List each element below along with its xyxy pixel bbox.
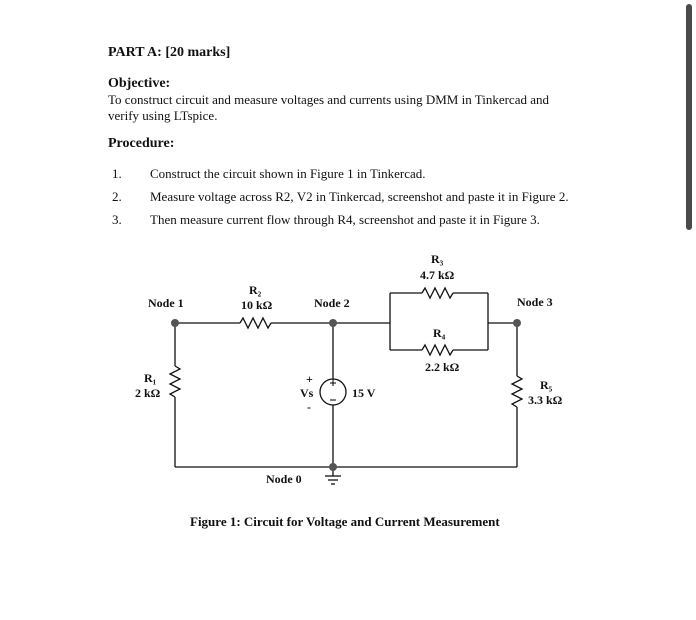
node-1-label: Node 1 xyxy=(148,296,184,310)
source-value: 15 V xyxy=(352,386,376,400)
node-0-dot xyxy=(329,463,337,471)
procedure-heading: Procedure: xyxy=(108,136,175,151)
resistor-r2-zigzag xyxy=(239,316,272,330)
vertical-scrollbar[interactable] xyxy=(686,4,692,230)
r5-value: 3.3 kΩ xyxy=(528,393,563,407)
objective-line-2: verify using LTspice. xyxy=(108,108,218,123)
step-number: 1. xyxy=(112,166,122,181)
node-0-label: Node 0 xyxy=(266,472,302,486)
figure-caption: Figure 1: Circuit for Voltage and Curren… xyxy=(190,514,500,529)
r3-value: 4.7 kΩ xyxy=(420,268,455,282)
r2-name: R₂ xyxy=(249,283,262,297)
r3-name: R₃ xyxy=(431,252,444,266)
node-2-dot xyxy=(329,319,337,327)
voltage-source-icon xyxy=(319,378,347,406)
node-1-dot xyxy=(171,319,179,327)
objective-line-1: To construct circuit and measure voltage… xyxy=(108,92,549,107)
r1-value: 2 kΩ xyxy=(135,386,161,400)
objective-heading: Objective: xyxy=(108,76,171,91)
r2-value: 10 kΩ xyxy=(241,298,273,312)
source-name: Vs xyxy=(300,386,314,400)
node-2-label: Node 2 xyxy=(314,296,350,310)
r1-name: R₁ xyxy=(144,371,157,385)
step-text: Measure voltage across R2, V2 in Tinkerc… xyxy=(150,189,569,204)
node-3-dot xyxy=(513,319,521,327)
node-3-label: Node 3 xyxy=(517,295,553,309)
r4-value: 2.2 kΩ xyxy=(425,360,460,374)
step-text: Then measure current flow through R4, sc… xyxy=(150,212,540,227)
step-text: Construct the circuit shown in Figure 1 … xyxy=(150,166,426,181)
resistor-r1-zigzag xyxy=(168,365,182,398)
r5-name: R₅ xyxy=(540,378,553,392)
source-minus-sign: - xyxy=(307,400,311,414)
resistor-r5-zigzag xyxy=(510,375,524,408)
step-number: 2. xyxy=(112,189,122,204)
r4-name: R₄ xyxy=(433,326,446,340)
part-title: PART A: [20 marks] xyxy=(108,45,231,60)
resistor-r4-zigzag xyxy=(421,343,454,357)
ground-icon xyxy=(325,475,341,485)
source-plus-sign: + xyxy=(306,372,313,386)
step-number: 3. xyxy=(112,212,122,227)
resistor-r3-zigzag xyxy=(421,286,454,300)
